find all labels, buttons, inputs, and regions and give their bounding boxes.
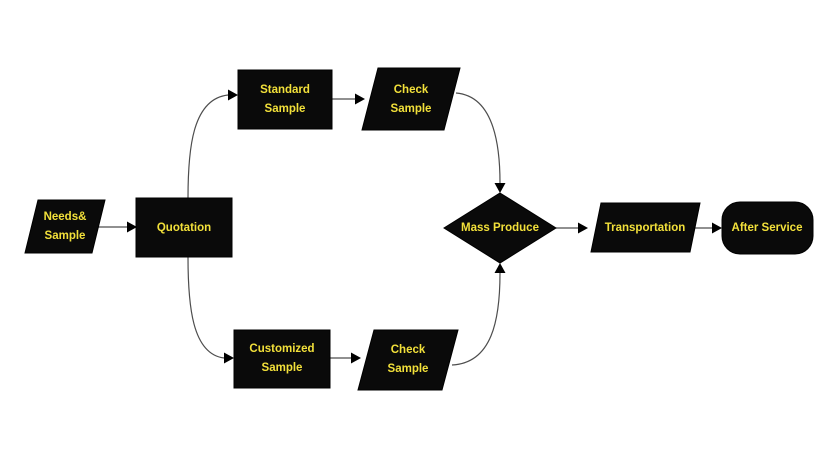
edge-check-bottom-to-mass-produce <box>451 263 506 366</box>
node-standard-sample[interactable]: Standard Sample <box>237 69 333 130</box>
customized-sample-shape[interactable] <box>233 329 331 389</box>
edge-standard-to-check-top <box>332 93 365 105</box>
check-sample-top-shape[interactable] <box>361 67 461 131</box>
edge-quotation-to-standard <box>187 89 238 199</box>
standard-sample-shape[interactable] <box>237 69 333 130</box>
quotation-shape[interactable] <box>135 197 233 258</box>
node-quotation[interactable]: Quotation <box>135 197 233 258</box>
transportation-shape[interactable] <box>590 202 701 253</box>
node-customized-sample[interactable]: Customized Sample <box>233 329 331 389</box>
mass-produce-shape[interactable] <box>443 192 557 264</box>
node-after-service[interactable]: After Service <box>721 201 814 255</box>
edge-quotation-to-customized <box>187 256 234 364</box>
node-check-sample-top[interactable]: Check Sample <box>361 67 461 131</box>
node-mass-produce[interactable]: Mass Produce <box>443 192 557 264</box>
node-check-sample-bottom[interactable]: Check Sample <box>357 329 459 391</box>
edge-customized-to-check-bottom <box>330 352 361 364</box>
after-service-shape[interactable] <box>721 201 814 255</box>
edge-transportation-to-after-service <box>694 222 722 234</box>
needs-sample-shape[interactable] <box>24 199 106 254</box>
node-needs-sample[interactable]: Needs& Sample <box>24 199 106 254</box>
edge-needs-to-quotation <box>97 221 137 233</box>
check-sample-bottom-shape[interactable] <box>357 329 459 391</box>
edge-check-top-to-mass-produce <box>455 92 506 193</box>
edge-mass-produce-to-transportation <box>556 222 588 234</box>
edges-layer <box>97 89 722 366</box>
nodes-layer: Needs& Sample Quotation Standard Sample … <box>24 67 814 391</box>
node-transportation[interactable]: Transportation <box>590 202 701 253</box>
